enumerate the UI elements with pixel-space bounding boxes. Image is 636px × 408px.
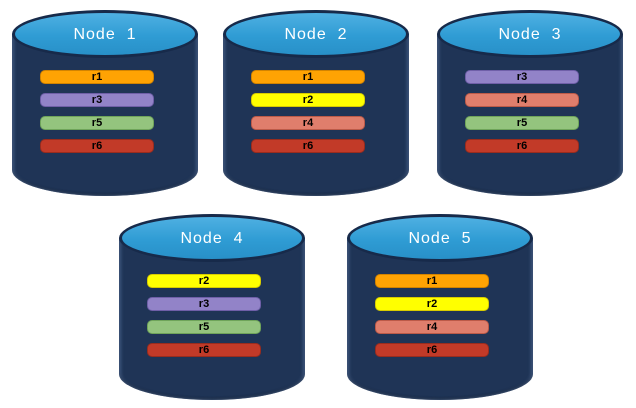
node-cylinder: Node 3 r3 r4 r5 r6 xyxy=(437,10,623,196)
cylinder-top: Node 5 xyxy=(347,214,533,262)
replica-bar: r4 xyxy=(251,116,365,130)
replica-bar: r6 xyxy=(251,139,365,153)
replica-label: r4 xyxy=(302,116,314,129)
replica-list: r1 r2 r4 r6 xyxy=(375,274,489,357)
cylinder-body xyxy=(437,34,623,196)
replica-label: r6 xyxy=(426,343,438,356)
replica-label: r6 xyxy=(91,139,103,152)
node-title: Node 4 xyxy=(180,230,244,247)
replica-bar: r4 xyxy=(465,93,579,107)
replica-label: r2 xyxy=(426,297,438,310)
replica-list: r2 r3 r5 r6 xyxy=(147,274,261,357)
node-title: Node 2 xyxy=(284,26,348,43)
replica-list: r1 r2 r4 r6 xyxy=(251,70,365,153)
cylinder-body xyxy=(12,34,198,196)
replica-bar: r6 xyxy=(147,343,261,357)
replica-label: r5 xyxy=(516,116,528,129)
replica-label: r2 xyxy=(302,93,314,106)
replica-bar: r2 xyxy=(147,274,261,288)
replica-bar: r6 xyxy=(465,139,579,153)
node-title: Node 5 xyxy=(408,230,472,247)
replica-label: r6 xyxy=(198,343,210,356)
cylinder-body xyxy=(119,238,305,400)
cylinder-body xyxy=(223,34,409,196)
replica-bar: r4 xyxy=(375,320,489,334)
replica-label: r1 xyxy=(91,70,103,83)
replica-label: r5 xyxy=(198,320,210,333)
node-title: Node 1 xyxy=(73,26,137,43)
replica-list: r1 r3 r5 r6 xyxy=(40,70,154,153)
replica-label: r1 xyxy=(426,274,438,287)
node-cylinder: Node 1 r1 r3 r5 r6 xyxy=(12,10,198,196)
replica-bar: r2 xyxy=(251,93,365,107)
replica-bar: r3 xyxy=(147,297,261,311)
replica-label: r3 xyxy=(198,297,210,310)
replica-label: r6 xyxy=(516,139,528,152)
replica-list: r3 r4 r5 r6 xyxy=(465,70,579,153)
replica-bar: r3 xyxy=(465,70,579,84)
replica-bar: r6 xyxy=(40,139,154,153)
cylinder-top: Node 2 xyxy=(223,10,409,58)
replica-label: r5 xyxy=(91,116,103,129)
replica-bar: r5 xyxy=(40,116,154,130)
node-title: Node 3 xyxy=(498,26,562,43)
replica-label: r3 xyxy=(516,70,528,83)
replica-label: r1 xyxy=(302,70,314,83)
node-cylinder: Node 5 r1 r2 r4 r6 xyxy=(347,214,533,400)
node-cylinder: Node 4 r2 r3 r5 r6 xyxy=(119,214,305,400)
replica-label: r2 xyxy=(198,274,210,287)
replica-bar: r1 xyxy=(251,70,365,84)
replica-bar: r6 xyxy=(375,343,489,357)
cylinder-top: Node 1 xyxy=(12,10,198,58)
replica-bar: r3 xyxy=(40,93,154,107)
cylinder-top: Node 4 xyxy=(119,214,305,262)
replica-label: r4 xyxy=(426,320,438,333)
cylinder-top: Node 3 xyxy=(437,10,623,58)
replica-bar: r5 xyxy=(465,116,579,130)
cylinder-body xyxy=(347,238,533,400)
replica-bar: r2 xyxy=(375,297,489,311)
replica-label: r3 xyxy=(91,93,103,106)
replica-label: r4 xyxy=(516,93,528,106)
node-cylinder: Node 2 r1 r2 r4 r6 xyxy=(223,10,409,196)
replica-label: r6 xyxy=(302,139,314,152)
replica-bar: r5 xyxy=(147,320,261,334)
replica-bar: r1 xyxy=(375,274,489,288)
replica-bar: r1 xyxy=(40,70,154,84)
